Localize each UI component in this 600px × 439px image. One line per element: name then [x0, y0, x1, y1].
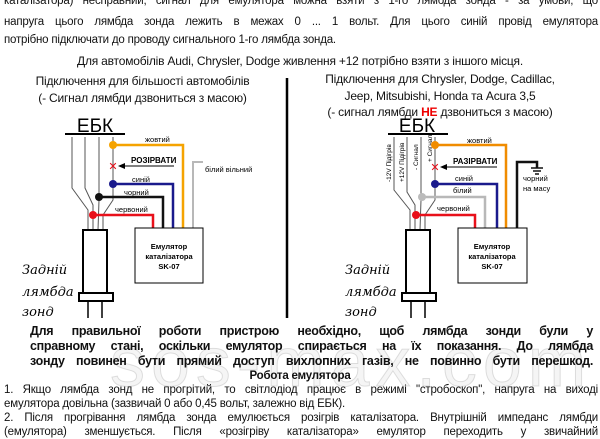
left-blue-label: синій [132, 175, 150, 184]
left-title-1: Підключення для більшості автомобілів [35, 74, 250, 88]
right-red-wire [416, 213, 477, 228]
left-box-line-1: Емулятор [151, 242, 188, 251]
ground-icon [531, 167, 543, 175]
warning-line-2: справному стані, оскільки емулятор спира… [30, 339, 593, 353]
right-diagram: ЕБК -12V Підігрів +12V Підігрів - Сигнал… [345, 116, 550, 320]
left-box-line-3: SK-07 [158, 262, 179, 271]
intro-line-2: напруга цього лямбда зонда лежить в межа… [4, 16, 598, 28]
left-black-label: чорний [124, 188, 149, 197]
right-yellow-wire [435, 143, 508, 228]
cut-mark-icon: ✕ [430, 162, 439, 174]
right-white-wire [422, 195, 487, 228]
right-title-1: Підключення для Chrysler, Dodge, Cadilla… [325, 72, 555, 86]
left-ecu-label: ЕБК [77, 116, 113, 137]
watermark: sos-max.com [109, 323, 593, 402]
left-yellow-label: жовтий [145, 135, 170, 144]
right-title-3: (- сигнал лямбди НЕ дзвониться з масою) [295, 104, 585, 121]
right-box-line-3: SK-07 [481, 262, 502, 271]
intro-line-1: каталізатора) несправний, сигнал для ему… [4, 0, 598, 7]
right-probe-label-2: лямбда [345, 285, 397, 300]
right-title-3-pre: (- сигнал лямбди [327, 105, 422, 119]
wire-label-signal-minus: - Сигнал [413, 144, 420, 170]
arrow-icon [440, 164, 447, 170]
left-white-label: білий вільний [205, 165, 252, 174]
left-black-wire [99, 195, 165, 228]
left-probe-label-1: Задній [22, 263, 67, 278]
right-ecu-label: ЕБК [399, 116, 435, 137]
operation-item-1a: 1. Якщо лямбда зонд не прогрітий, то сві… [4, 384, 598, 396]
warning-line-3: зонду повинен бути прямий доступ вихлопн… [30, 354, 593, 368]
left-box-line-2: каталізатора [145, 252, 193, 261]
left-probe-label-3: зонд [22, 305, 54, 320]
left-red-label: червоний [115, 205, 148, 214]
right-probe-label-3: зонд [345, 305, 377, 320]
right-black-label-1: чорний [523, 174, 548, 183]
right-lambda-probe-icon [401, 229, 437, 318]
wire-label-heater-plus: +12V Підігрів [398, 142, 406, 182]
operation-title: Робота емулятора [249, 370, 351, 382]
right-blue-label: синій [455, 174, 473, 183]
right-wire-labels: -12V Підігрів +12V Підігрів - Сигнал + С… [385, 134, 434, 182]
left-cut-label: РОЗІРВАТИ [131, 156, 177, 165]
intro-line-3: потрібно підключати до проводу сигнально… [4, 34, 336, 46]
right-black-label-2: на масу [523, 184, 550, 193]
warning-line-1: Для правильної роботи пристрою необхідно… [30, 324, 593, 338]
right-box-line-1: Емулятор [474, 242, 511, 251]
operation-item-2a: 2. Після прогрівання лямбда зонда емулює… [4, 412, 598, 424]
left-title-2: (- Сигнал лямбди дзвониться з масою) [38, 91, 247, 105]
right-cut-label: РАЗІРВАТИ [453, 157, 498, 166]
left-red-wire [93, 213, 155, 228]
negation-highlight: НЕ [421, 105, 438, 119]
right-probe-label-1: Задній [345, 263, 390, 278]
right-red-label: червоний [437, 204, 470, 213]
right-emulator-box [457, 227, 528, 284]
right-blue-wire [435, 182, 499, 228]
left-white-wire [192, 161, 203, 228]
right-white-label: білий [453, 186, 472, 195]
right-box-line-2: каталізатора [468, 252, 516, 261]
arrow-icon [118, 163, 125, 169]
right-yellow-label: жовтий [467, 136, 492, 145]
left-blue-wire [113, 182, 175, 228]
right-title-2: Jeep, Mitsubishi, Honda та Acura 3,5 [344, 89, 536, 103]
left-lambda-probe-icon [78, 229, 114, 318]
left-probe-label-2: лямбда [22, 285, 74, 300]
operation-item-2b: (емулятора) зменшується. Після «розігрів… [4, 426, 598, 438]
left-emulator-box [134, 227, 204, 284]
note-audi-chrysler: Для автомобілів Audi, Chrysler, Dodge жи… [77, 54, 523, 68]
left-diagram: ЕБК жовтий ✕ РОЗІРВАТИ синій чорний ч [22, 116, 252, 320]
right-black-wire [515, 160, 539, 228]
wire-label-signal-plus: + Сигнал [427, 134, 434, 162]
wire-label-heater-minus: -12V Підігрів [385, 144, 393, 182]
right-title-3-post: дзвониться з масою) [437, 105, 553, 119]
operation-item-1b: емулятора довільна (зазвичай 0 або 0,45 … [4, 398, 346, 410]
left-yellow-wire [113, 143, 185, 228]
cut-mark-icon: ✕ [108, 161, 117, 173]
